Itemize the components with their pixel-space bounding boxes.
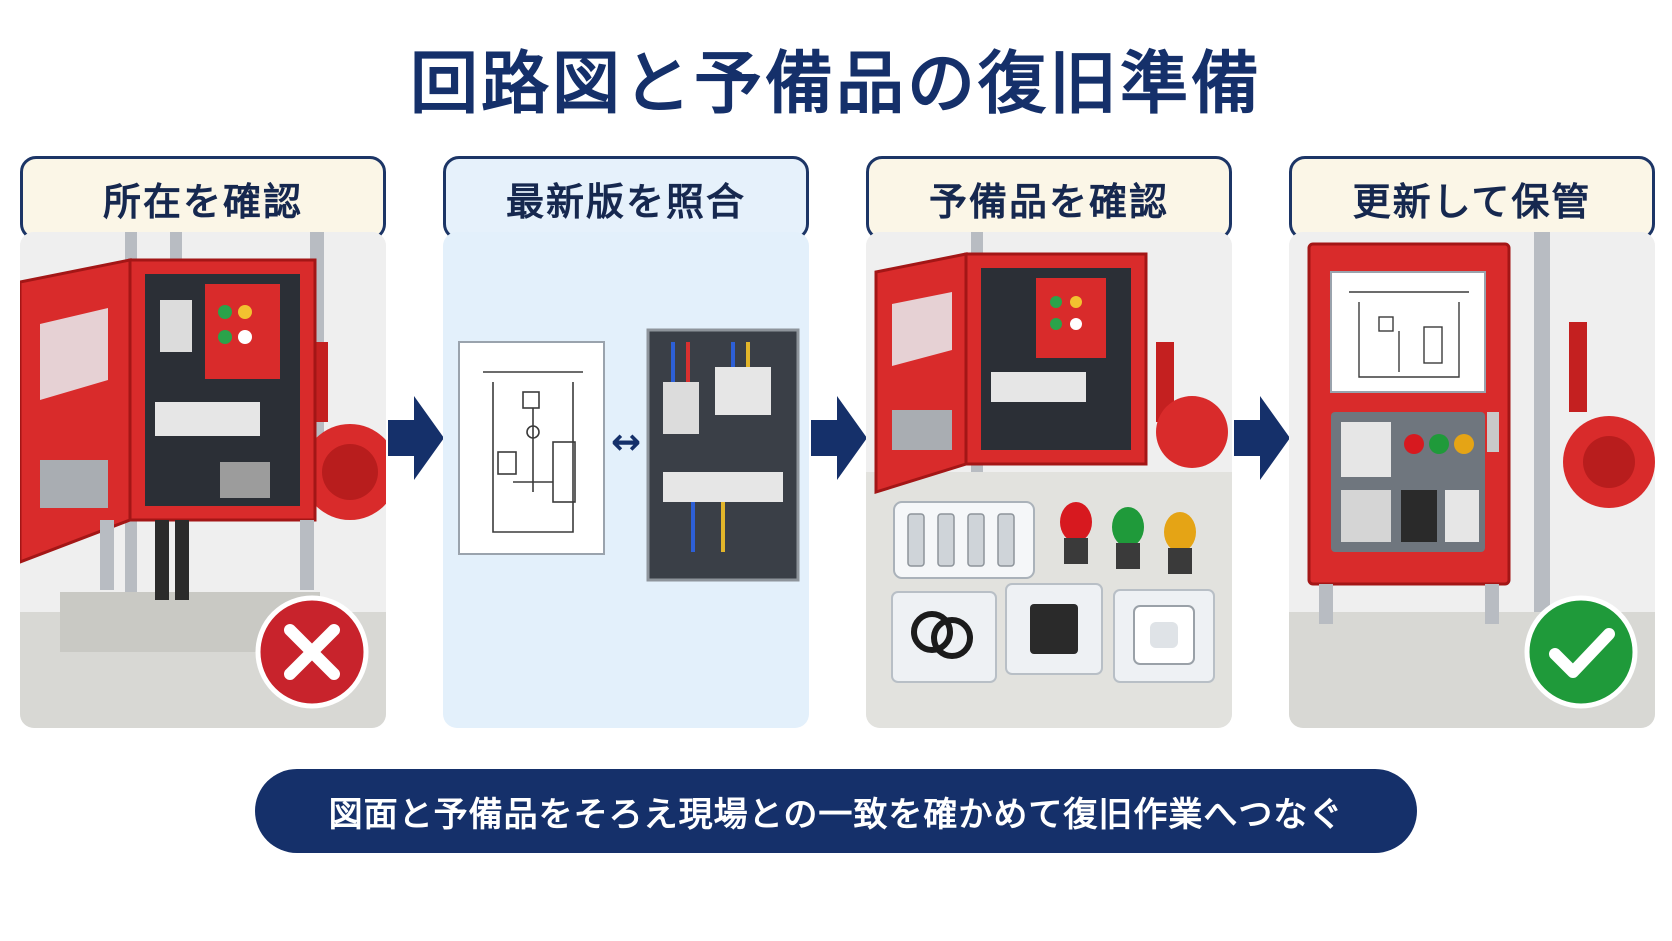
step-label-locate: 所在を確認 — [20, 156, 386, 240]
panel-spare-parts — [866, 232, 1232, 728]
schematic-vs-panel-illustration — [458, 328, 800, 582]
step-label-spare-parts: 予備品を確認 — [866, 156, 1232, 240]
compare-arrows-icon: ↔ — [610, 422, 642, 463]
panel-locate — [20, 232, 386, 728]
panel-compare: ↔ — [443, 232, 809, 728]
check-icon — [1524, 595, 1638, 709]
spare-parts-illustration — [866, 232, 1232, 728]
arrow-right-icon — [1234, 396, 1290, 480]
panel-update-store — [1289, 232, 1655, 728]
arrow-right-icon — [388, 396, 444, 480]
summary-banner: 図面と予備品をそろえ現場との一致を確かめて復旧作業へつなぐ — [255, 769, 1417, 853]
step-label-compare: 最新版を照合 — [443, 156, 809, 240]
cross-icon — [255, 595, 369, 709]
arrow-right-icon — [811, 396, 867, 480]
page-title: 回路図と予備品の復旧準備 — [409, 45, 1262, 124]
step-label-update-store: 更新して保管 — [1289, 156, 1655, 240]
